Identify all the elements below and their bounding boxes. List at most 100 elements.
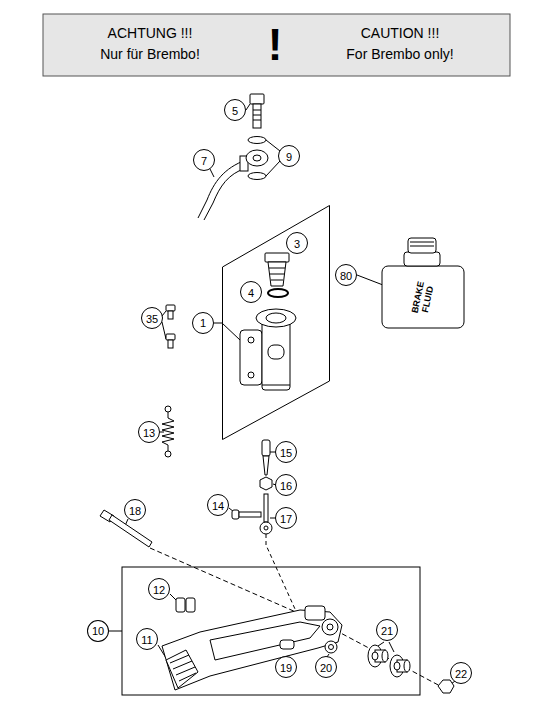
leader-line — [162, 322, 166, 339]
callout-circle: 11 — [136, 628, 158, 650]
panel-outline — [222, 205, 330, 440]
brake-fluid-can — [410, 242, 434, 243]
screw — [166, 334, 175, 340]
pin — [232, 510, 261, 519]
leader-line — [210, 169, 214, 177]
brake-pedal — [162, 610, 342, 690]
callout-number: 4 — [248, 287, 254, 299]
nut — [438, 680, 454, 693]
caution-text: ACHTUNG !!! — [108, 25, 193, 41]
pedal-tip — [173, 661, 192, 669]
callout-number: 19 — [280, 662, 292, 674]
master-cylinder — [256, 309, 296, 327]
callout-circle: 22 — [450, 662, 472, 684]
callout-number: 10 — [87, 620, 109, 642]
leader-line — [378, 642, 384, 646]
bushing — [404, 660, 410, 672]
brake-fluid-can — [404, 252, 440, 266]
bushing — [372, 652, 378, 660]
warning-symbol: ! — [268, 20, 283, 71]
callout-circle: 7 — [193, 149, 215, 171]
leader-line — [266, 140, 280, 151]
callout-circle: 14 — [207, 494, 229, 516]
callout-circle: 16 — [275, 474, 297, 496]
bushing — [382, 650, 388, 662]
master-cylinder — [248, 372, 254, 378]
callout-number: 35 — [146, 313, 158, 325]
callout-circle: 80 — [335, 264, 357, 286]
reservoir-cap — [268, 262, 286, 286]
return-spring — [162, 406, 174, 457]
master-cylinder — [262, 385, 290, 386]
callout-circle: 9 — [278, 145, 300, 167]
washer — [325, 641, 337, 653]
pedal-tip — [176, 667, 195, 675]
callout-number: 15 — [280, 447, 292, 459]
brake-hose — [204, 168, 246, 220]
pedal-tip — [166, 650, 198, 688]
callout-circle: 3 — [286, 232, 308, 254]
nut — [438, 680, 454, 693]
callout-circle: 20 — [315, 656, 337, 678]
callout-number: 21 — [381, 625, 393, 637]
bushing — [368, 645, 410, 677]
push-rod — [260, 522, 272, 534]
reservoir-cap — [270, 274, 284, 275]
callout-number: 22 — [455, 668, 467, 680]
callout-number: 13 — [143, 427, 155, 439]
banjo-bolt — [250, 94, 264, 128]
caution-text: CAUTION !!! — [361, 25, 440, 41]
callout-number: 20 — [320, 662, 332, 674]
master-cylinder — [240, 309, 296, 390]
banjo-bolt — [250, 94, 264, 104]
callout-circle: 18 — [124, 499, 146, 521]
push-rod — [264, 526, 268, 530]
callout-circle: 15 — [275, 441, 297, 463]
master-cylinder — [240, 330, 262, 385]
reservoir-cap — [265, 253, 289, 262]
brake-pedal — [210, 622, 320, 660]
leader-line — [109, 104, 455, 684]
return-spring — [165, 451, 171, 457]
outline-box — [122, 567, 420, 695]
callout-number: 9 — [286, 151, 292, 163]
brake-fluid-can — [382, 238, 464, 328]
push-rod — [264, 494, 268, 522]
brake-pedal — [305, 606, 325, 620]
washer — [329, 645, 334, 650]
brake-fluid-can — [410, 246, 434, 247]
brake-hose — [253, 155, 261, 161]
reservoir-cap — [269, 268, 285, 269]
spring-clip — [186, 598, 195, 612]
leader-line — [170, 594, 176, 600]
caution-text: For Brembo only! — [346, 46, 453, 62]
screw — [168, 311, 173, 319]
callout-number: 18 — [129, 505, 141, 517]
brake-fluid-can — [408, 238, 436, 253]
callout-number: 7 — [201, 155, 207, 167]
caution-text: Nur für Brembo! — [100, 46, 200, 62]
assembly-box: 101211192021 — [122, 567, 420, 695]
banjo-bolt — [253, 120, 261, 121]
callout-number: 14 — [212, 500, 224, 512]
callout-number: 12 — [153, 584, 165, 596]
bushing — [394, 662, 400, 670]
pin — [239, 512, 261, 517]
o-ring — [268, 289, 288, 297]
leader-line — [160, 432, 164, 433]
caution-band-fill — [43, 14, 510, 76]
master-cylinder — [262, 318, 290, 390]
outline-box — [122, 567, 420, 695]
callout-number: 3 — [294, 238, 300, 250]
washer — [325, 641, 337, 653]
dashed-axis — [266, 534, 300, 620]
master-cylinder — [266, 313, 286, 323]
nut — [260, 477, 272, 490]
leader-line — [266, 161, 280, 176]
callout-circle: 12 — [148, 578, 170, 600]
brake-pedal — [162, 606, 342, 690]
leader-line — [214, 323, 222, 324]
assembly-panel: 134 — [222, 205, 330, 440]
caution-banner: ACHTUNG !!! Nur für Brembo!! CAUTION !!! Fo… — [43, 14, 510, 76]
